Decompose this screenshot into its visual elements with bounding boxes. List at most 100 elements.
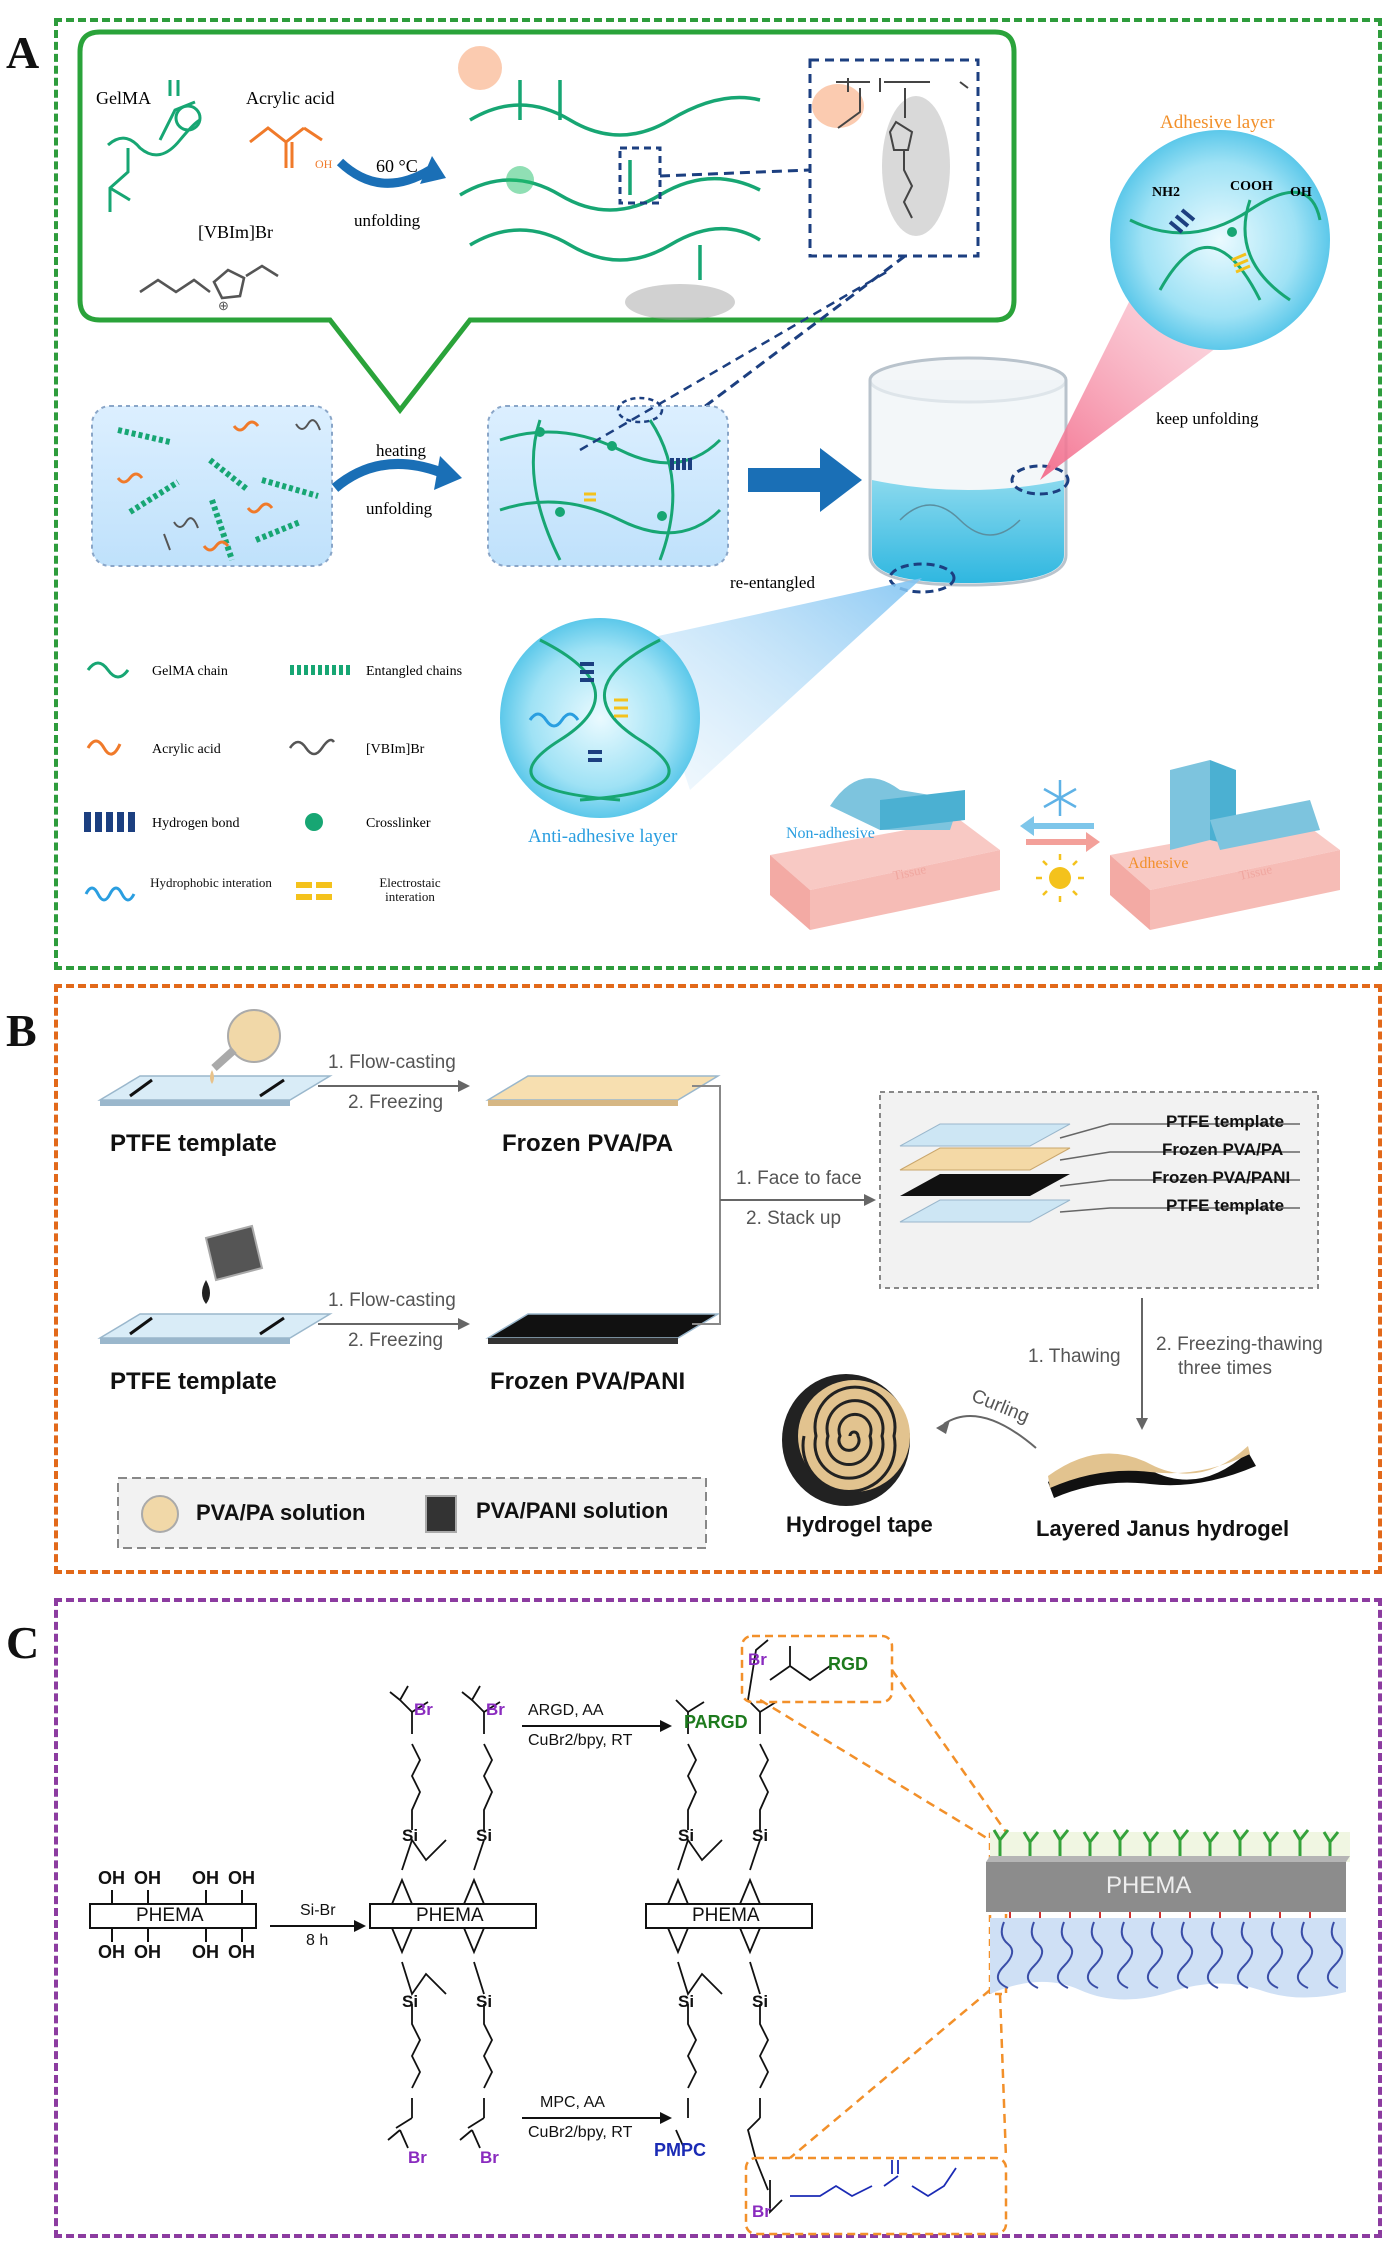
si-label-8: Si	[752, 1992, 769, 2011]
oh-label-5: OH	[98, 1942, 125, 1962]
network-chains	[499, 419, 722, 561]
stack-label-frozen-pva-pa: Frozen PVA/PA	[1162, 1140, 1284, 1159]
si-br-label: Si-Br	[300, 1902, 336, 1919]
stack-label-ptfe-bottom: PTFE template	[1166, 1196, 1285, 1215]
heating-arrow	[331, 458, 442, 492]
unfolding-label: unfolding	[366, 499, 433, 518]
rgd-label: RGD	[828, 1654, 868, 1674]
sun-icon	[1036, 854, 1084, 902]
ptfe-template-bottom-label: PTFE template	[110, 1368, 277, 1395]
heating-label: heating	[376, 441, 427, 460]
oh-label-1: OH	[98, 1868, 125, 1888]
adhesive-label: Adhesive	[1128, 855, 1188, 872]
vbim-icon	[288, 738, 336, 756]
br-label-pmpc: Br	[752, 2202, 771, 2221]
arrow-right-icon	[1086, 832, 1100, 852]
monomer-callout	[77, 29, 1017, 415]
oh-label: OH	[1290, 185, 1312, 200]
face-to-face-label: 1. Face to face	[736, 1168, 862, 1189]
cubr-top-label: CuBr2/bpy, RT	[528, 1732, 633, 1749]
br-label-mid-bottom-1: Br	[408, 2148, 427, 2167]
oh-label-2: OH	[134, 1868, 161, 1888]
anti-adhesive-layer-bubble	[500, 618, 700, 818]
vbim-label: [VBIm]Br	[198, 222, 273, 242]
network-box	[487, 405, 729, 567]
gelma-label: GelMA	[96, 88, 151, 108]
snowflake-icon	[1043, 780, 1077, 816]
panel-a-diagram: OH ⊕ GelMA Acrylic acid [VBIm]Br 60 °C u…	[77, 29, 1340, 930]
adhesive-layer-bubble	[1110, 130, 1330, 350]
crosslink-highlight	[506, 166, 534, 194]
gelma-molecule	[107, 80, 202, 212]
anti-adhesive-zoom-ring	[888, 562, 956, 594]
vbim-molecule	[139, 264, 279, 300]
mpc-aa-label: MPC, AA	[540, 2094, 605, 2111]
copolymer-structure	[836, 78, 969, 219]
keep-unfolding-label: keep unfolding	[1156, 409, 1259, 428]
br-label-mid-bottom-2: Br	[480, 2148, 499, 2167]
si-label-5: Si	[678, 1826, 695, 1845]
br-label-mid-top-1: Br	[414, 1700, 433, 1719]
si-label-2: Si	[476, 1826, 493, 1845]
electrostatic-marks	[584, 492, 596, 502]
argd-aa-label: ARGD, AA	[528, 1702, 604, 1719]
si-label-7: Si	[678, 1992, 695, 2011]
anti-electro-marks	[614, 698, 628, 718]
big-arrow-head-icon	[820, 448, 862, 512]
stack-label-frozen-pva-pani: Frozen PVA/PANI	[1152, 1168, 1291, 1187]
adhesive-hbond-marks	[1168, 208, 1196, 234]
time-label: 8 h	[306, 1932, 329, 1949]
zoom-connector-2	[699, 254, 906, 412]
adhesive-electro-marks	[1231, 252, 1251, 274]
carboxyl-highlight	[812, 84, 864, 128]
crosslinker-dot	[657, 511, 667, 521]
thawing-label: 1. Thawing	[1028, 1346, 1121, 1367]
three-times-label: three times	[1178, 1358, 1272, 1379]
panel-a	[54, 18, 1382, 970]
stack-up-label: 2. Stack up	[746, 1208, 842, 1229]
tissue-label-left: Tissue	[892, 861, 928, 883]
gelma-chain-icon	[86, 661, 130, 679]
cubr-bottom-label: CuBr2/bpy, RT	[528, 2124, 633, 2141]
crosslinker-dot	[535, 427, 545, 437]
panel-b	[54, 984, 1382, 1574]
oh-label-8: OH	[228, 1942, 255, 1962]
legend-label-hbond: Hydrogen bond	[152, 816, 240, 831]
phema-left-label: PHEMA	[136, 1905, 204, 1926]
si-label-6: Si	[752, 1826, 769, 1845]
acrylic-acid-pieces	[116, 420, 274, 552]
zoom-connector	[659, 168, 811, 178]
crosslinker-dot	[555, 507, 565, 517]
si-label-4: Si	[476, 1992, 493, 2011]
cooh-label: COOH	[1230, 179, 1273, 194]
acrylic-acid-icon	[86, 739, 122, 756]
oh-label-7: OH	[192, 1942, 219, 1962]
unfolding-label-callout: unfolding	[354, 211, 421, 230]
phema-right-label: PHEMA	[692, 1905, 760, 1926]
freezing-thawing-label: 2. Freezing-thawing	[1156, 1334, 1323, 1355]
tissue-left	[770, 778, 1000, 930]
non-adhesive-label: Non-adhesive	[786, 825, 875, 842]
legend-label-crosslinker: Crosslinker	[366, 816, 431, 831]
big-arrow-body	[748, 468, 820, 492]
legend-pva-pa-label: PVA/PA solution	[196, 1500, 366, 1525]
oh-label-6: OH	[134, 1942, 161, 1962]
legend-label-electrostatic: Electrostaic interation	[379, 876, 441, 904]
acrylic-acid-label: Acrylic acid	[246, 88, 334, 108]
tissue-right	[1110, 760, 1340, 930]
entangled-helices	[117, 427, 319, 561]
legend-label-acrylic: Acrylic acid	[152, 742, 221, 757]
frozen-pva-pa-label: Frozen PVA/PA	[502, 1130, 674, 1157]
janus-hydrogel-label: Layered Janus hydrogel	[1036, 1516, 1290, 1541]
panel-a-letter: A	[6, 27, 40, 78]
oh-label-3: OH	[192, 1868, 219, 1888]
svg-text:⊕: ⊕	[218, 298, 229, 313]
acid-highlight	[458, 46, 502, 90]
phema-surface-label: PHEMA	[1106, 1872, 1192, 1899]
freezing-top-label: 2. Freezing	[348, 1092, 444, 1113]
phema-middle-label: PHEMA	[416, 1905, 484, 1926]
arrow-head-icon	[420, 156, 446, 184]
re-entangled-label: re-entangled	[730, 573, 815, 592]
svg-text:OH: OH	[315, 157, 333, 171]
oh-label-4: OH	[228, 1868, 255, 1888]
